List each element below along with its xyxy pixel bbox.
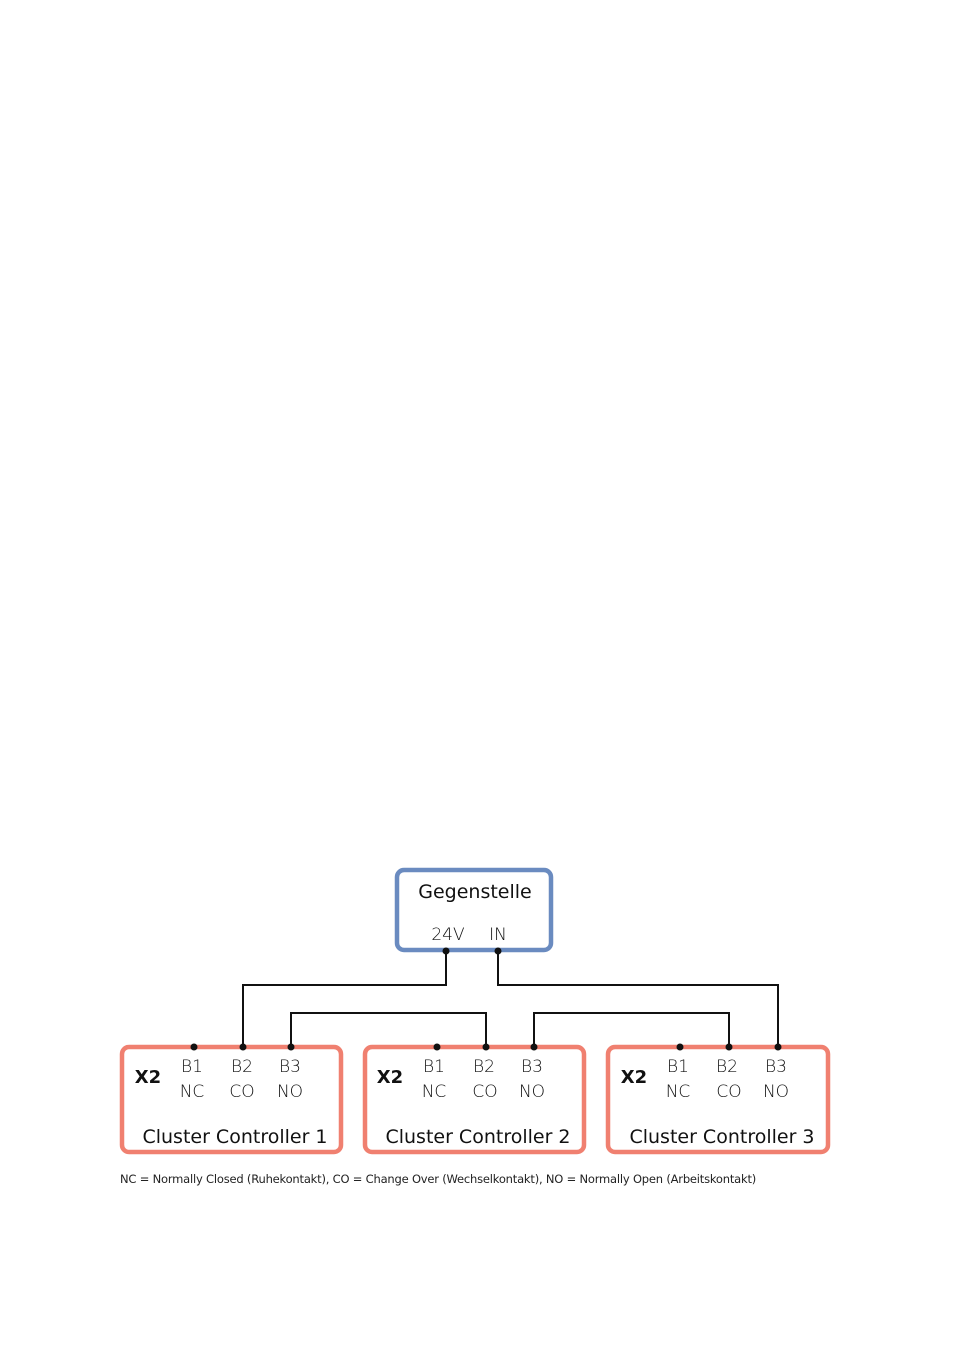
terminal-dot-cc2-b1 (433, 1043, 441, 1051)
connector-label: X2 (135, 1067, 161, 1088)
pin-co-label: CO (716, 1082, 741, 1102)
cluster-controller-1-box (119, 1044, 344, 1155)
pin-b1-label: B1 (667, 1057, 689, 1077)
pin-b3-label: B3 (279, 1057, 301, 1077)
remote-station-title: Gegenstelle (418, 881, 532, 903)
pin-b2-label: B2 (716, 1057, 738, 1077)
remote-station-box (394, 867, 554, 953)
cluster-controller-2: X2 B1 B2 B3 NC CO NO Cluster Controller … (362, 1044, 587, 1155)
pin-b1-label: B1 (423, 1057, 445, 1077)
terminal-dot-cc1-b3 (287, 1043, 295, 1051)
connector-label: X2 (621, 1067, 647, 1088)
pin-no-label: NO (763, 1082, 789, 1102)
cluster-controller-3-label: Cluster Controller 3 (629, 1126, 814, 1148)
terminal-dot-cc3-b3 (774, 1043, 782, 1051)
legend-note: NC = Normally Closed (Ruhekontakt), CO =… (120, 1172, 757, 1186)
wires (242, 951, 779, 1047)
cluster-controller-1-label: Cluster Controller 1 (142, 1126, 327, 1148)
pin-no-label: NO (277, 1082, 303, 1102)
cluster-controller-3-box (605, 1044, 831, 1155)
terminal-dot-cc2-b2 (482, 1043, 490, 1051)
terminal-dot-cc3-b1 (676, 1043, 684, 1051)
pin-b3-label: B3 (765, 1057, 787, 1077)
remote-station: Gegenstelle 24V IN (394, 867, 554, 953)
terminal-dot-cc1-b2 (239, 1043, 247, 1051)
terminal-dot-in (494, 947, 502, 955)
wire-cc2-no-to-cc3-co (533, 1012, 730, 1047)
pin-b2-label: B2 (473, 1057, 495, 1077)
terminal-dot-cc1-b1 (190, 1043, 198, 1051)
pin-co-label: CO (472, 1082, 497, 1102)
remote-pin-in: IN (489, 925, 507, 945)
cluster-controller-2-label: Cluster Controller 2 (385, 1126, 570, 1148)
pin-nc-label: NC (180, 1082, 205, 1102)
pin-b3-label: B3 (521, 1057, 543, 1077)
cluster-controller-2-box (362, 1044, 587, 1155)
cluster-controller-3: X2 B1 B2 B3 NC CO NO Cluster Controller … (605, 1044, 831, 1155)
pin-co-label: CO (229, 1082, 254, 1102)
pin-nc-label: NC (422, 1082, 447, 1102)
wire-24v-to-cc1-co (242, 951, 447, 1047)
wire-in-to-cc3-no (497, 951, 779, 1047)
remote-pin-24v: 24V (431, 925, 465, 945)
pin-no-label: NO (519, 1082, 545, 1102)
terminal-dot-cc3-b2 (725, 1043, 733, 1051)
cluster-controller-1: X2 B1 B2 B3 NC CO NO Cluster Controller … (119, 1044, 344, 1155)
connector-label: X2 (377, 1067, 403, 1088)
terminal-dot-cc2-b3 (530, 1043, 538, 1051)
pin-nc-label: NC (666, 1082, 691, 1102)
pin-b1-label: B1 (181, 1057, 203, 1077)
terminals (190, 947, 782, 1051)
terminal-dot-24v (442, 947, 450, 955)
wire-cc1-no-to-cc2-co (290, 1012, 487, 1047)
pin-b2-label: B2 (231, 1057, 253, 1077)
